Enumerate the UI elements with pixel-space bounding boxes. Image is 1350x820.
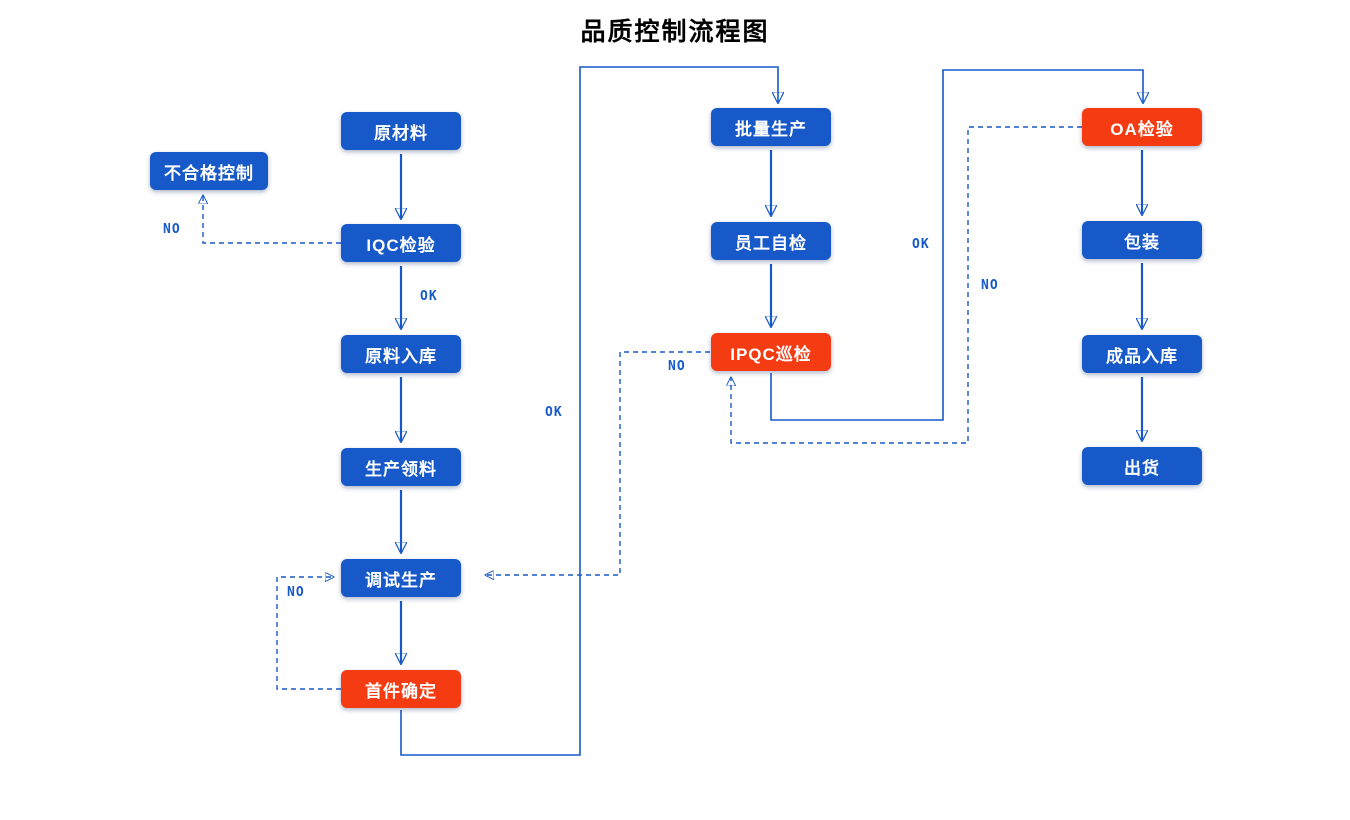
edge-label-iqc-no: NO <box>163 222 181 237</box>
node-employee-self-check: 员工自检 <box>711 222 831 260</box>
node-raw-material: 原材料 <box>341 112 461 150</box>
edge-label-first-article-ok: OK <box>545 405 563 420</box>
node-shipment: 出货 <box>1082 447 1202 485</box>
diagram-title: 品质控制流程图 <box>580 19 770 46</box>
node-material-warehousing: 原料入库 <box>341 335 461 373</box>
edge-label-ipqc-no: NO <box>668 359 686 374</box>
edge-label-first-article-no: NO <box>287 585 305 600</box>
route-first-article-to-mass-production <box>400 66 778 756</box>
node-production-picking: 生产领料 <box>341 448 461 486</box>
edge-label-iqc-ok: OK <box>420 289 438 304</box>
node-mass-production: 批量生产 <box>711 108 831 146</box>
node-nonconforming-control: 不合格控制 <box>150 152 268 190</box>
node-trial-production: 调试生产 <box>341 559 461 597</box>
route-oa-to-ipqc <box>731 126 1082 444</box>
node-first-article-confirmation: 首件确定 <box>341 670 461 708</box>
route-iqc-to-nonconforming <box>203 196 341 244</box>
edge-label-oa-no: NO <box>981 278 999 293</box>
node-oa-inspection: OA检验 <box>1082 108 1202 146</box>
node-packaging: 包装 <box>1082 221 1202 259</box>
node-finished-goods-warehousing: 成品入库 <box>1082 335 1202 373</box>
node-iqc-inspection: IQC检验 <box>341 224 461 262</box>
node-ipqc-patrol: IPQC巡检 <box>711 333 831 371</box>
route-ipqc-to-trial-production <box>486 351 710 575</box>
edge-label-ipqc-ok: OK <box>912 237 930 252</box>
